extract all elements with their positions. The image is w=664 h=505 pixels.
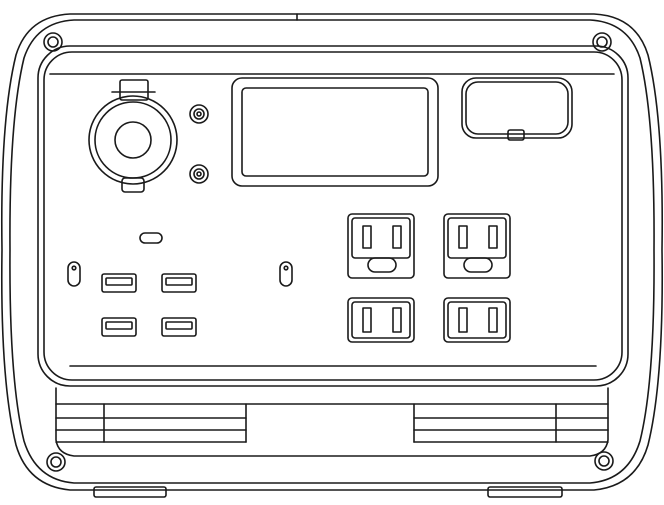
ac-outlet-bottom-right[interactable] bbox=[443, 297, 511, 343]
foot-left bbox=[93, 486, 167, 498]
usb-a-port-bottom-right[interactable] bbox=[161, 317, 197, 337]
usb-a-port-top-right[interactable] bbox=[161, 273, 197, 293]
lower-vent bbox=[55, 387, 609, 457]
usb-a-port-top-left[interactable] bbox=[101, 273, 137, 293]
car-socket-port[interactable] bbox=[88, 79, 178, 193]
usb-c-port[interactable] bbox=[139, 232, 163, 244]
dc-port-upper[interactable] bbox=[189, 104, 209, 124]
lcd-display bbox=[231, 77, 439, 187]
corner-screw-bottom-left bbox=[46, 452, 66, 472]
dc-port-lower[interactable] bbox=[189, 164, 209, 184]
front-panel bbox=[37, 45, 629, 387]
ac-outlet-bottom-left[interactable] bbox=[347, 297, 415, 343]
foot-right bbox=[487, 486, 563, 498]
usb-a-port-bottom-left[interactable] bbox=[101, 317, 137, 337]
led-indicator-left bbox=[67, 261, 81, 287]
ac-outlet-top-right[interactable] bbox=[443, 213, 511, 279]
wireless-charging-pad bbox=[461, 77, 573, 141]
corner-screw-bottom-right bbox=[594, 451, 614, 471]
outer-shell bbox=[0, 13, 664, 491]
ac-outlet-top-left[interactable] bbox=[347, 213, 415, 279]
led-indicator-right bbox=[279, 261, 293, 287]
